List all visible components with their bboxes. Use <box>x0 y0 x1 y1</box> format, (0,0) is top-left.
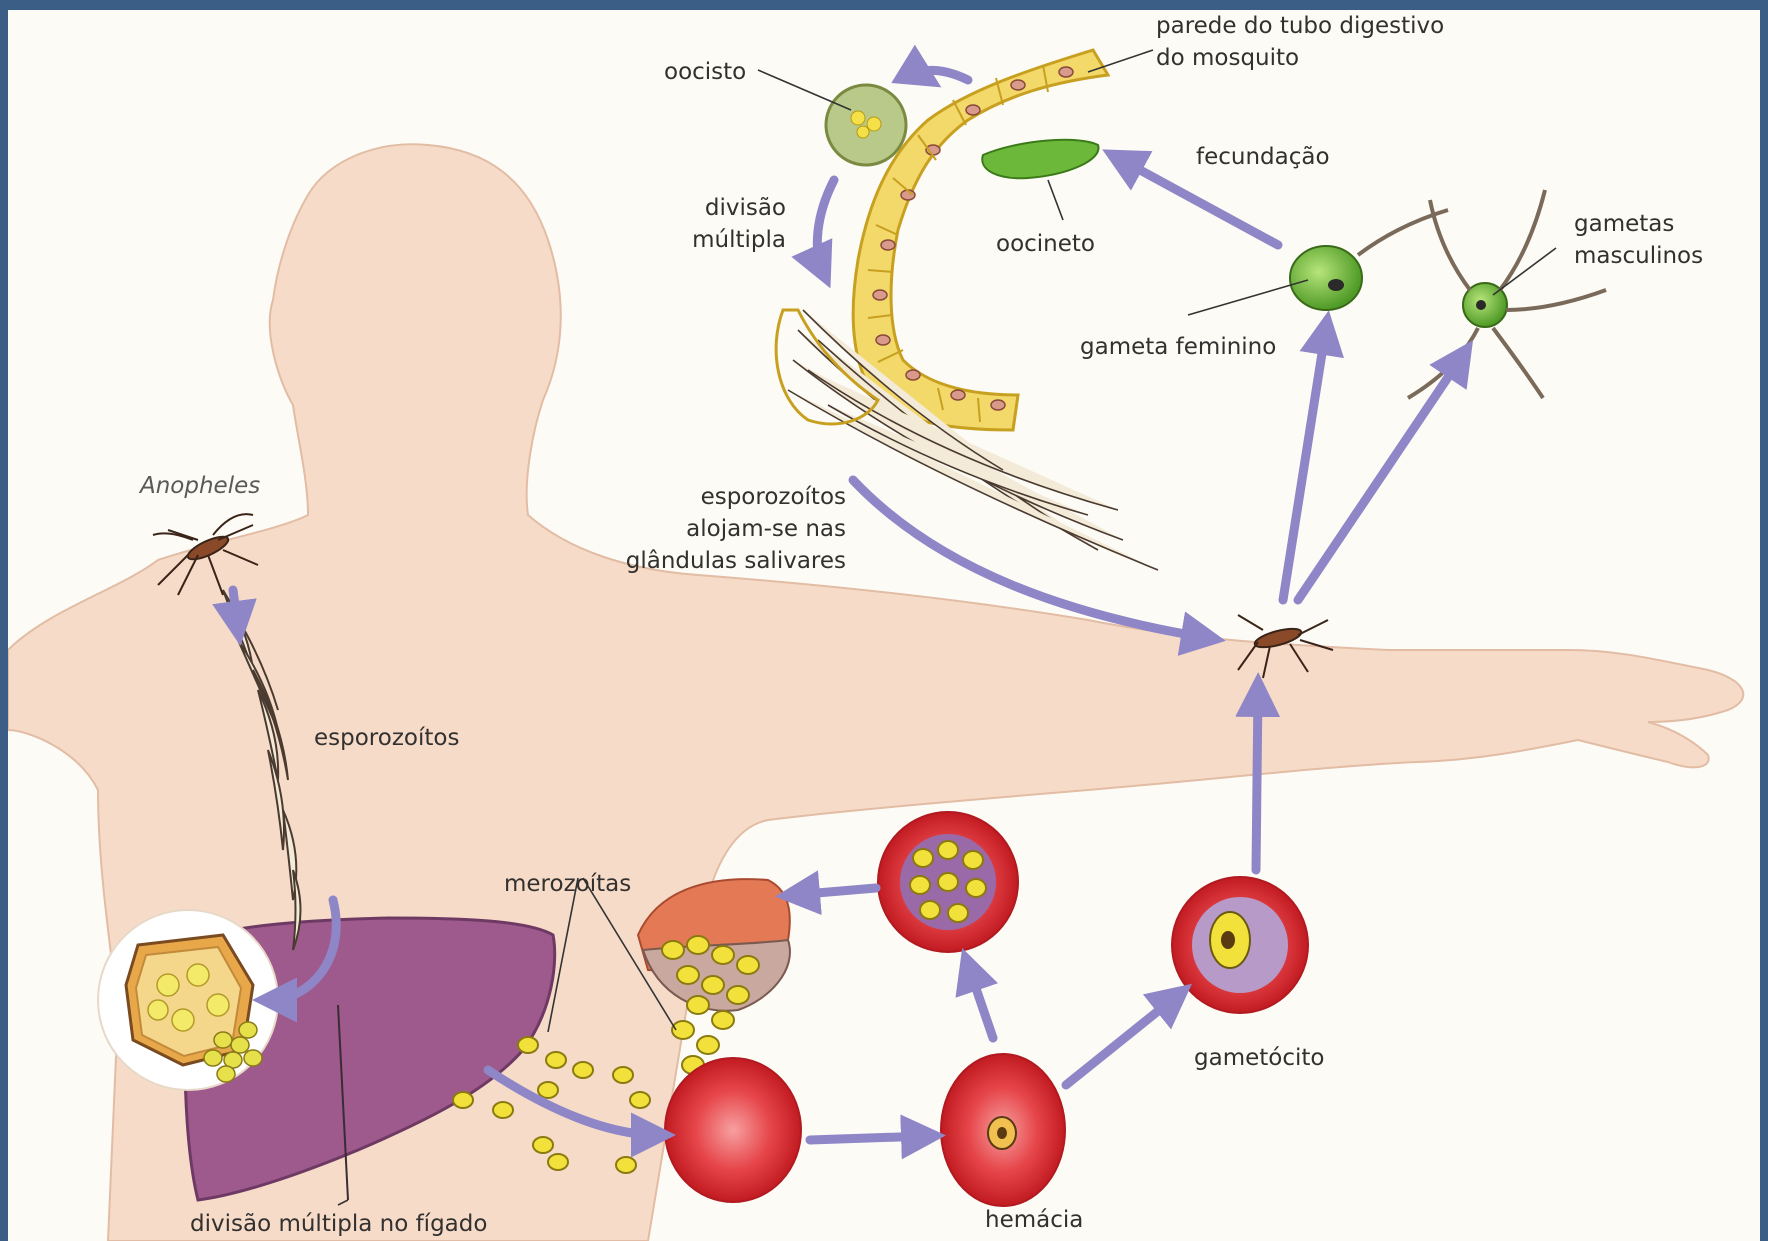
label-oocisto: oocisto <box>664 56 746 88</box>
label-hemacia: hemácia <box>985 1204 1083 1236</box>
arrow-gut-to-oocyst <box>922 70 968 80</box>
label-merozoitas: merozoítas <box>504 868 631 900</box>
arrow-oocyst-division <box>817 180 834 272</box>
red-cell-bottom-left <box>665 1058 801 1202</box>
ookinete <box>982 140 1098 178</box>
arrow-to-female-gamete <box>1283 328 1326 600</box>
label-gametocito: gametócito <box>1194 1042 1324 1074</box>
label-anopheles: Anopheles <box>140 470 260 502</box>
label-gametas-masculinos: gametas masculinos <box>1574 208 1703 272</box>
arrow-cell-to-hemacia <box>810 1136 928 1140</box>
label-esporozoitos: esporozoítos <box>314 722 459 754</box>
label-gameta-feminino: gameta feminino <box>1080 331 1276 363</box>
label-divisao-multipla: divisão múltipla <box>668 192 786 256</box>
liver-cell-magnified <box>98 910 278 1090</box>
label-esporozoitos-glandulas: esporozoítos alojam-se nas glândulas sal… <box>568 481 846 577</box>
arrow-hemacia-to-schizont <box>968 965 993 1038</box>
arrow-to-male-gamete <box>1298 355 1463 600</box>
label-fecundacao: fecundação <box>1196 141 1330 173</box>
label-oocineto: oocineto <box>996 228 1095 260</box>
label-divisao-multipla-figado: divisão múltipla no fígado <box>190 1208 487 1240</box>
female-gamete <box>1290 210 1448 310</box>
life-cycle-illustration <box>8 10 1760 1241</box>
oocyst <box>826 85 906 165</box>
red-cell-hemacia <box>941 1054 1065 1206</box>
label-gut-wall: parede do tubo digestivo do mosquito <box>1156 10 1444 74</box>
arrow-sporozoites-to-liver <box>233 590 238 628</box>
arrow-hemacia-to-gametocyte <box>1066 995 1178 1085</box>
red-cell-schizont <box>878 812 1018 952</box>
malaria-life-cycle-figure: parede do tubo digestivo do mosquito ooc… <box>8 10 1760 1241</box>
red-cell-gametocyte <box>1172 877 1308 1013</box>
arrow-gametocyte-to-mosquito <box>1256 690 1258 870</box>
arrow-schizont-to-burst <box>793 888 876 895</box>
